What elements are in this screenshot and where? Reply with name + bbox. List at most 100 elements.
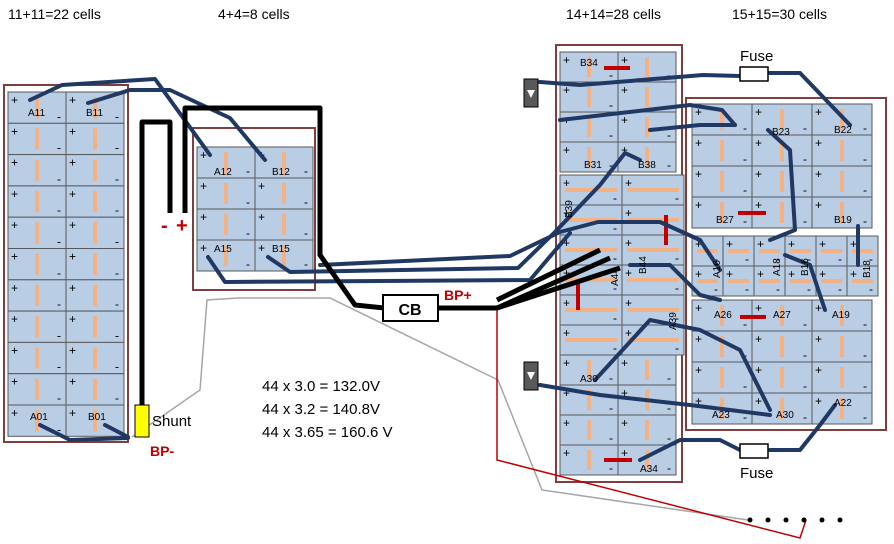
- terminal-mark: -: [863, 348, 867, 362]
- terminal-mark: +: [563, 386, 570, 400]
- terminal-mark: +: [755, 394, 762, 408]
- cell-busbar: [587, 87, 591, 107]
- battery-cell: +-: [846, 235, 879, 267]
- terminal-mark: -: [743, 410, 747, 424]
- diode-block-top: [523, 78, 539, 108]
- cell-busbar: [93, 410, 97, 432]
- cell-id-b31: B31: [584, 160, 602, 171]
- cell-busbar: [728, 249, 749, 253]
- terminal-mark: +: [563, 53, 570, 67]
- cell-busbar: [587, 117, 591, 137]
- terminal-mark: +: [621, 446, 628, 460]
- interconnect-b38: [648, 123, 737, 132]
- terminal-mark: -: [803, 121, 807, 135]
- terminal-mark: +: [11, 250, 18, 264]
- plus-sign: +: [176, 215, 188, 237]
- terminal-mark: -: [803, 317, 807, 331]
- terminal-mark: -: [57, 391, 61, 405]
- terminal-mark: -: [57, 172, 61, 186]
- terminal-mark: -: [246, 226, 250, 240]
- terminal-mark: -: [304, 195, 308, 209]
- cell-busbar: [565, 338, 617, 342]
- cell-busbar: [790, 279, 811, 283]
- terminal-mark: +: [563, 206, 570, 220]
- terminal-mark: +: [563, 356, 570, 370]
- battery-cell: +-: [7, 310, 67, 343]
- terminal-mark: +: [258, 179, 265, 193]
- cell-busbar: [720, 367, 724, 388]
- terminal-mark: +: [621, 143, 628, 157]
- cell-id-a44: A44: [610, 268, 621, 286]
- terminal-mark: +: [69, 281, 76, 295]
- terminal-mark: -: [246, 257, 250, 271]
- terminal-mark: +: [563, 446, 570, 460]
- cell-id-a19: A19: [832, 310, 850, 321]
- terminal-mark: -: [115, 203, 119, 217]
- battery-cell: +-: [846, 265, 879, 297]
- terminal-mark: +: [11, 343, 18, 357]
- diode-top-icon: [527, 90, 535, 98]
- terminal-mark: -: [675, 341, 679, 355]
- cell-busbar: [35, 128, 39, 150]
- interconnect-a01: [38, 423, 130, 442]
- cell-busbar: [282, 245, 286, 266]
- battery-cell: +-: [815, 235, 848, 267]
- cell-busbar: [565, 218, 617, 222]
- cell-busbar: [587, 147, 591, 167]
- terminal-mark: -: [57, 266, 61, 280]
- terminal-mark: +: [200, 210, 207, 224]
- interconnect-b34: [538, 73, 742, 87]
- terminal-mark: +: [200, 179, 207, 193]
- battery-cell: +-: [559, 324, 623, 356]
- battery-cell: +-: [621, 174, 685, 206]
- terminal-mark: -: [613, 251, 617, 265]
- battery-cell: +-: [559, 354, 619, 386]
- terminal-mark: +: [200, 241, 207, 255]
- cell-id-a30: A30: [776, 410, 794, 421]
- cell-busbar: [645, 147, 649, 167]
- cell-busbar: [282, 214, 286, 235]
- cell-busbar: [93, 222, 97, 244]
- bp-minus-label: BP-: [150, 443, 174, 459]
- terminal-mark: +: [726, 237, 733, 251]
- terminal-mark: +: [11, 187, 18, 201]
- cell-id-a30-mid: A30: [580, 374, 598, 385]
- battery-cell: +-: [559, 234, 623, 266]
- terminal-mark: -: [743, 317, 747, 331]
- cell-busbar: [35, 316, 39, 338]
- battery-cell: +-: [559, 174, 623, 206]
- cell-busbar: [35, 159, 39, 181]
- battery-cell: +-: [7, 373, 67, 406]
- cell-busbar: [759, 279, 780, 283]
- battery-cell: +-: [617, 414, 677, 446]
- bp-plus-label: BP+: [444, 287, 472, 303]
- cell-busbar: [587, 420, 591, 440]
- battery-cell: +-: [559, 294, 623, 326]
- terminal-mark: -: [57, 235, 61, 249]
- cell-busbar: [93, 190, 97, 213]
- cell-id-a11: A11: [28, 108, 45, 119]
- terminal-mark: -: [743, 214, 747, 228]
- terminal-mark: +: [625, 296, 632, 310]
- battery-cell: +-: [7, 248, 67, 281]
- terminal-mark: +: [563, 296, 570, 310]
- cell-busbar: [759, 249, 780, 253]
- terminal-mark: +: [815, 167, 822, 181]
- terminal-mark: +: [757, 237, 764, 251]
- battery-cell: +-: [617, 354, 677, 386]
- battery-cell: +-: [196, 208, 256, 241]
- battery-cell: +-: [751, 165, 813, 198]
- battery-cell: +-: [559, 81, 619, 113]
- cell-busbar: [35, 190, 39, 213]
- cell-busbar: [93, 316, 97, 338]
- cell-busbar: [93, 159, 97, 181]
- interconnect-a18-a19: [783, 253, 827, 312]
- battery-cell: +-: [691, 299, 753, 332]
- terminal-mark: +: [621, 53, 628, 67]
- cell-id-b27: B27: [716, 215, 734, 226]
- terminal-mark: +: [69, 312, 76, 326]
- cell-id-b12: B12: [272, 167, 290, 178]
- cell-busbar: [35, 97, 39, 119]
- terminal-mark: -: [714, 252, 718, 266]
- terminal-mark: +: [819, 267, 826, 281]
